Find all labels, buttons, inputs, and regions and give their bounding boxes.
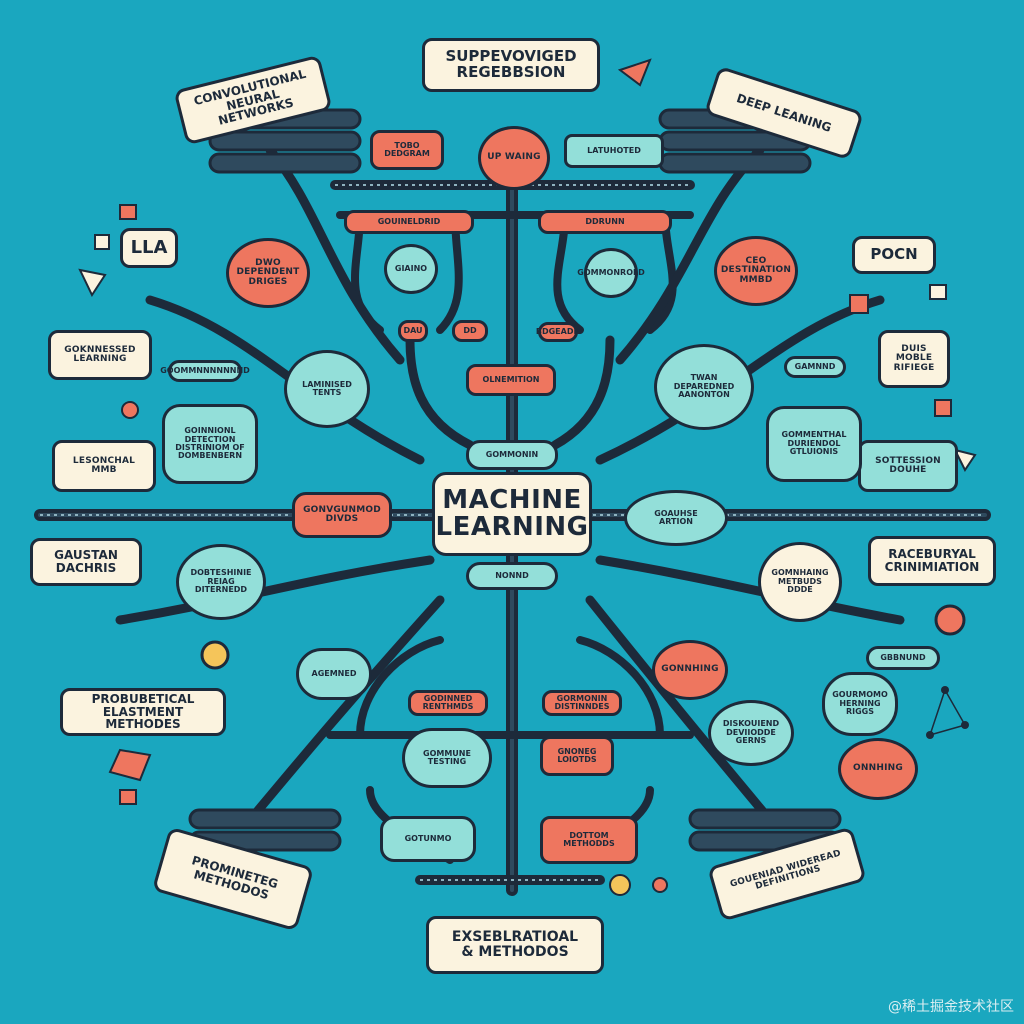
node-supervised-regression[interactable]: SUPPEVOVIGED REGEBBSION [422,38,600,92]
node-dd[interactable]: DD [452,320,488,342]
node-probabilistical-methods[interactable]: PROBUBETICAL ELASTMENT METHODES [60,688,226,736]
node-ddrunn[interactable]: DDRUNN [538,210,672,234]
node-latuhoted[interactable]: LATUHOTED [564,134,664,168]
node-gommonin[interactable]: GOMMONIN [466,440,558,470]
node-gotunmo[interactable]: GOTUNMO [380,816,476,862]
node-twan-depaired[interactable]: TWAN DEPAREDNED AANONTON [654,344,754,430]
node-gnoneg[interactable]: GNONEG LOIOTDS [540,736,614,776]
node-gommune-testing[interactable]: GOMMUNE TESTING [402,728,492,788]
node-gaustan-dachris[interactable]: GAUSTAN DACHRIS [30,538,142,586]
node-gourmomo[interactable]: GOURMOMO HERNING RIGGS [822,672,898,736]
node-dau[interactable]: DAU [398,320,428,342]
center-node[interactable]: MACHINE LEARNING [432,472,592,556]
node-gonvgunmod[interactable]: GONVGUNMOD DIVDS [292,492,392,538]
node-duis-mobile[interactable]: DUIS MOBLE RIFIEGE [878,330,950,388]
node-gamnnd[interactable]: GAMNND [784,356,846,378]
node-tobo-dedgram[interactable]: TOBO DEDGRAM [370,130,444,170]
node-giaino[interactable]: GIAINO [384,244,438,294]
node-gommonrold[interactable]: GOMMONROLD [577,248,645,298]
node-lesonchal-mmb[interactable]: LESONCHAL MMB [52,440,156,492]
node-dobteshinie[interactable]: DOBTESHINIE REIAG DITERNEDD [176,544,266,620]
node-gomnhaing[interactable]: GOMNHAING METBUDS DDDE [758,542,842,622]
node-pocn[interactable]: POCN [852,236,936,274]
node-diskouiend[interactable]: DISKOUIEND DEVIIODDE GERNS [708,700,794,766]
node-exseblratioal-methods[interactable]: EXSEBLRATIOAL & METHODOS [426,916,604,974]
node-godinned[interactable]: GODINNED RENTHMDS [408,690,488,716]
node-goinnion[interactable]: GOINNIONL DETECTION DISTRINIOM OF DOMBEN… [162,404,258,484]
node-goknnessed-learning[interactable]: GOKNNESSED LEARNING [48,330,152,380]
node-lla[interactable]: LLA [120,228,178,268]
node-gommenthal[interactable]: GOMMENTHAL DURIENDOL GTLUIONIS [766,406,862,482]
node-bdgeadn[interactable]: BDGEADN [536,322,580,342]
node-olnemition[interactable]: OLNEMITION [466,364,556,396]
node-raceburyal[interactable]: RACEBURYAL CRINIMIATION [868,536,996,586]
node-nonnd[interactable]: NONND [466,562,558,590]
node-onnhing[interactable]: ONNHING [838,738,918,800]
node-gonnhing[interactable]: GONNHING [652,640,728,700]
node-up-waing[interactable]: UP WAING [478,126,550,190]
watermark: @稀土掘金技术社区 [888,999,1014,1015]
node-gbbnund[interactable]: GBBNUND [866,646,940,670]
node-goauhse-artion[interactable]: GOAUHSE ARTION [624,490,728,546]
node-gouineldrid[interactable]: GOUINELDRID [344,210,474,234]
node-gormonin[interactable]: GORMONIN DISTINNDES [542,690,622,716]
node-agemned[interactable]: AGEMNED [296,648,372,700]
node-bottom-methods[interactable]: DOTTOM METHODDS [540,816,638,864]
node-laminised-tents[interactable]: LAMINISED TENTS [284,350,370,428]
node-dwo-dependent[interactable]: DWO DEPENDENT DRIGES [226,238,310,308]
node-goommnnnnnnnd[interactable]: GOOMMNNNNNNND [160,360,250,382]
node-sottession-douhe[interactable]: SOTTESSION DOUHE [858,440,958,492]
node-ceo-destination[interactable]: CEO DESTINATION MMBD [714,236,798,306]
